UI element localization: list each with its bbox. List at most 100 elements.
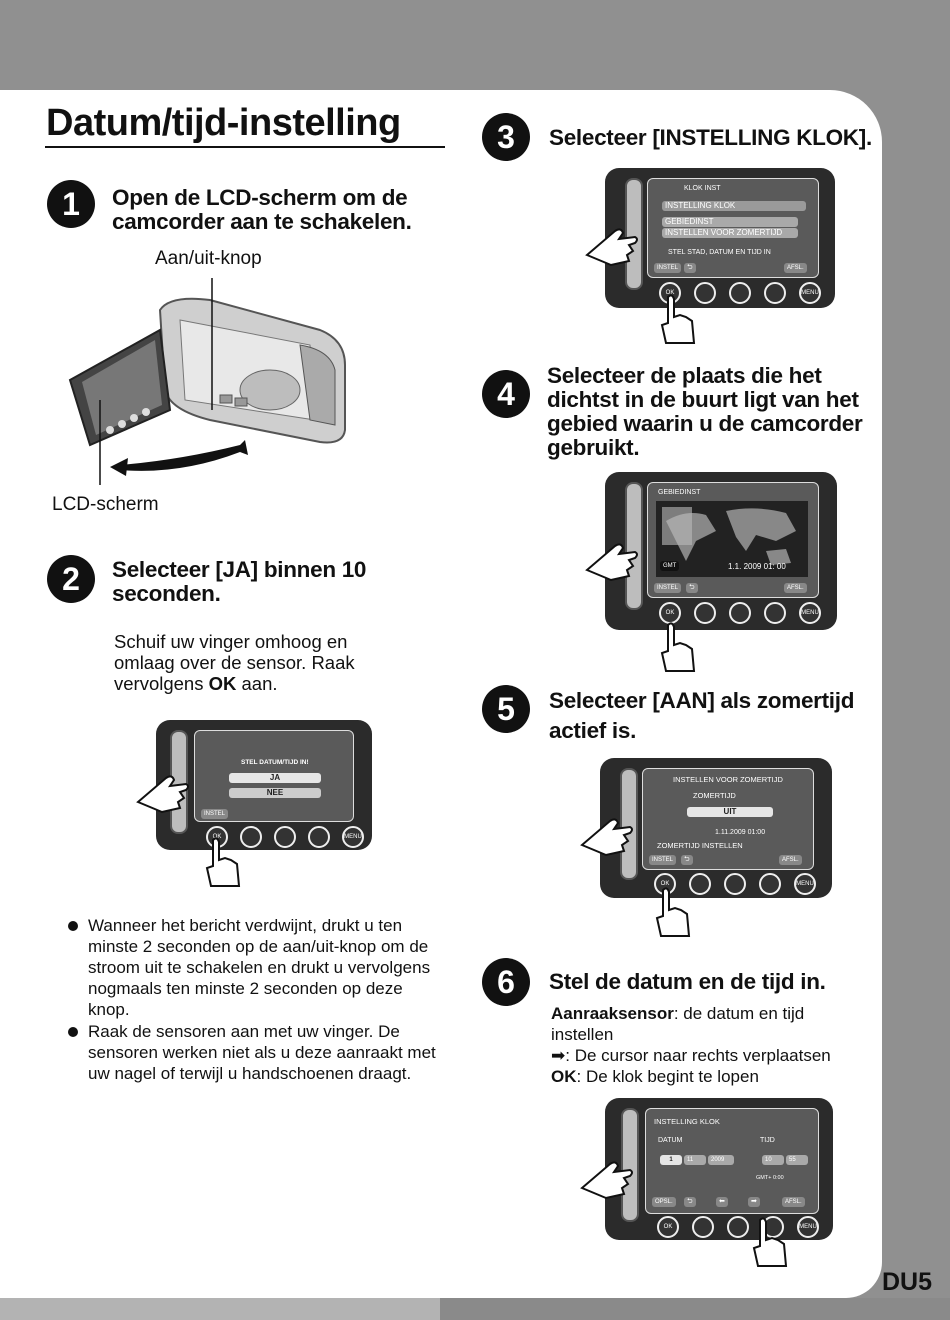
touch-sensor-slider[interactable] — [625, 482, 643, 610]
page-title: Datum/tijd-instelling — [46, 102, 401, 144]
exit-tab[interactable]: AFSL. — [784, 263, 807, 273]
arrow-text: : De cursor naar rechts verplaatsen — [565, 1046, 831, 1065]
screen-step-2: STEL DATUM/TIJD IN! JA NEE INSTEL OK MEN… — [156, 720, 372, 850]
control-button[interactable] — [764, 602, 786, 624]
minute-field[interactable]: 55 — [786, 1155, 808, 1165]
option-nee[interactable]: NEE — [229, 788, 321, 798]
lcd-display: INSTELLING KLOK DATUM TIJD 1 11 2009 10 … — [645, 1108, 819, 1214]
set-tab[interactable]: INSTEL — [654, 263, 682, 273]
world-map[interactable] — [656, 501, 808, 577]
menu-button[interactable]: MENU — [794, 873, 816, 895]
finger-tap-icon — [660, 294, 696, 344]
screen-title: KLOK INST — [684, 185, 721, 192]
menu-button[interactable]: MENU — [799, 602, 821, 624]
control-buttons: OK MENU — [657, 1216, 819, 1238]
step-4-heading-line: gebruikt. — [547, 435, 640, 460]
menu-button[interactable]: MENU — [797, 1216, 819, 1238]
exit-tab[interactable]: AFSL. — [782, 1197, 805, 1207]
control-button[interactable] — [274, 826, 296, 848]
save-tab[interactable]: OPSL. — [652, 1197, 676, 1207]
hour-field[interactable]: 10 — [762, 1155, 784, 1165]
back-icon[interactable]: ⮌ — [684, 263, 696, 273]
step-2-heading-line: seconden. — [112, 581, 221, 606]
control-button[interactable] — [692, 1216, 714, 1238]
step-3-number: 3 — [482, 113, 530, 161]
finger-pointer-icon — [585, 543, 638, 582]
month-field[interactable]: 11 — [684, 1155, 706, 1165]
step-6-sensor-line: Aanraaksensor: de datum en tijd instelle… — [551, 1003, 871, 1045]
finger-tap-icon — [205, 837, 241, 887]
menu-item-area[interactable]: GEBIEDINST — [662, 217, 798, 227]
notes-list: Wanneer het bericht verdwijnt, drukt u t… — [68, 915, 438, 1085]
year-field[interactable]: 2009 — [708, 1155, 734, 1165]
step-2-body-line: Schuif uw vinger omhoog en — [114, 631, 348, 652]
lcd-screen-label: LCD-scherm — [52, 494, 159, 515]
control-button[interactable] — [727, 1216, 749, 1238]
control-button[interactable] — [724, 873, 746, 895]
control-button[interactable] — [694, 282, 716, 304]
ok-text: : De klok begint te lopen — [576, 1067, 759, 1086]
step-2-heading-line: Selecteer [JA] binnen 10 — [112, 557, 367, 582]
back-icon[interactable]: ⮌ — [684, 1197, 696, 1207]
set-tab[interactable]: INSTEL — [649, 855, 677, 865]
touch-sensor-slider[interactable] — [625, 178, 643, 290]
touch-sensor-slider[interactable] — [621, 1108, 639, 1222]
set-tab[interactable]: INSTEL — [201, 809, 229, 819]
control-button[interactable] — [729, 602, 751, 624]
step-5-number: 5 — [482, 685, 530, 733]
page-number: DU5 — [882, 1268, 933, 1296]
step-6-number: 6 — [482, 958, 530, 1006]
screen-title: STEL DATUM/TIJD IN! — [241, 759, 309, 766]
menu-button[interactable]: MENU — [342, 826, 364, 848]
step-6-ok-line: OK: De klok begint te lopen — [551, 1066, 871, 1087]
step-6-arrow-line: ➡: De cursor naar rechts verplaatsen — [551, 1045, 871, 1066]
power-button-label: Aan/uit-knop — [155, 248, 262, 269]
finger-pointer-icon — [580, 1161, 633, 1200]
step-3-heading: Selecteer [INSTELLING KLOK]. — [549, 125, 872, 150]
exit-tab[interactable]: AFSL. — [779, 855, 802, 865]
control-button[interactable] — [694, 602, 716, 624]
menu-item-dst[interactable]: INSTELLEN VOOR ZOMERTIJD — [662, 228, 798, 238]
ok-button[interactable]: OK — [657, 1216, 679, 1238]
sensor-bold: Aanraaksensor — [551, 1004, 674, 1023]
day-field[interactable]: 1 — [660, 1155, 682, 1165]
step-2-body-line: vervolgens OK aan. — [114, 673, 355, 694]
screen-step-3: KLOK INST INSTELLING KLOK GEBIEDINST INS… — [605, 168, 835, 308]
time-label: TIJD — [760, 1137, 775, 1144]
left-arrow-icon[interactable]: ⬅ — [716, 1197, 728, 1207]
note-item: Wanneer het bericht verdwijnt, drukt u t… — [68, 915, 438, 1020]
lcd-display: INSTELLEN VOOR ZOMERTIJD ZOMERTIJD UIT 1… — [642, 768, 814, 870]
step-5-heading-line: actief is. — [549, 718, 637, 743]
control-button[interactable] — [729, 282, 751, 304]
screen-hint: STEL STAD, DATUM EN TIJD IN — [668, 249, 771, 256]
set-tab[interactable]: INSTEL — [654, 583, 682, 593]
menu-item-clock[interactable]: INSTELLING KLOK — [662, 201, 806, 211]
step-6-heading: Stel de datum en de tijd in. — [549, 969, 826, 994]
step-2-body-line: omlaag over de sensor. Raak — [114, 652, 355, 673]
ok-bold: OK — [208, 673, 237, 694]
right-arrow-icon[interactable]: ➡ — [748, 1197, 760, 1207]
gmt-offset: GMT+ 0:00 — [756, 1175, 784, 1181]
footer-bar-left — [0, 1298, 440, 1320]
control-button[interactable] — [764, 282, 786, 304]
screen-hint: ZOMERTIJD INSTELLEN — [657, 841, 743, 850]
back-icon[interactable]: ⮌ — [686, 583, 698, 593]
step-5-heading: Selecteer [AAN] als zomertijd actief is. — [549, 686, 854, 746]
control-button[interactable] — [240, 826, 262, 848]
menu-button[interactable]: MENU — [799, 282, 821, 304]
exit-tab[interactable]: AFSL. — [784, 583, 807, 593]
date-label: DATUM — [658, 1137, 683, 1144]
back-icon[interactable]: ⮌ — [681, 855, 693, 865]
control-button[interactable] — [759, 873, 781, 895]
control-button[interactable] — [308, 826, 330, 848]
lcd-display: KLOK INST INSTELLING KLOK GEBIEDINST INS… — [647, 178, 819, 278]
dst-value[interactable]: UIT — [687, 807, 773, 817]
step-4-heading-line: dichtst in de buurt ligt van het — [547, 387, 859, 412]
control-button[interactable] — [689, 873, 711, 895]
option-ja[interactable]: JA — [229, 773, 321, 783]
touch-sensor-slider[interactable] — [620, 768, 638, 880]
right-arrow-icon: ➡ — [551, 1046, 566, 1065]
finger-pointer-icon — [580, 818, 633, 857]
screen-step-4: GEBIEDINST GMT 1.1. 2009 01: 00 INSTEL ⮌… — [605, 472, 837, 630]
title-underline — [45, 146, 445, 148]
